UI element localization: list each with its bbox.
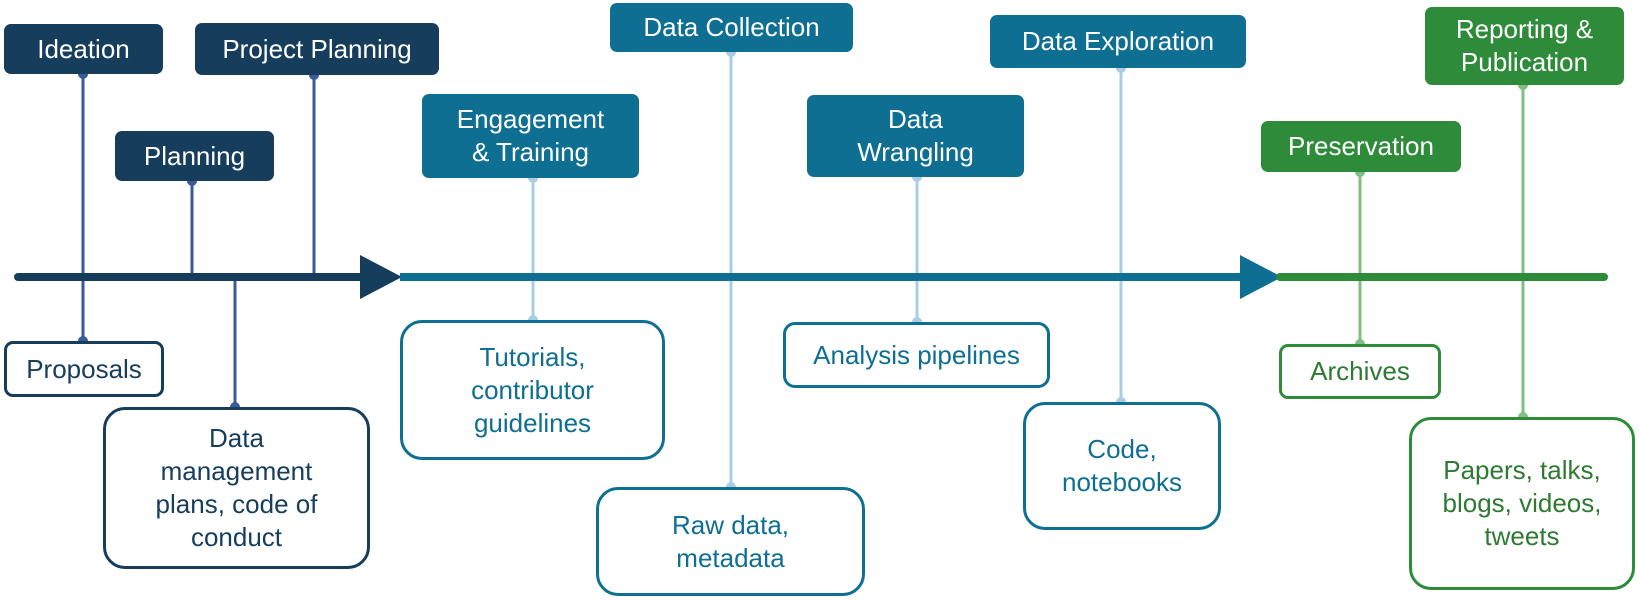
stage-data-collection-label: Data Collection xyxy=(643,12,820,42)
artifact-archives: Archives xyxy=(1279,344,1441,399)
artifact-papers-talks: Papers, talks, blogs, videos, tweets xyxy=(1409,417,1635,590)
stage-planning: Planning xyxy=(115,131,274,181)
artifact-analysis-pipelines-text: Analysis pipelines xyxy=(813,339,1020,370)
artifact-data-management-plans: Data management plans, code of conduct xyxy=(103,407,370,569)
artifact-tutorials-text: Tutorials, contributor guidelines xyxy=(471,341,594,438)
stage-ideation: Ideation xyxy=(4,24,163,74)
stage-data-collection: Data Collection xyxy=(610,3,853,52)
stage-preservation: Preservation xyxy=(1261,121,1461,172)
stage-project-planning: Project Planning xyxy=(195,23,439,75)
artifact-raw-data: Raw data, metadata xyxy=(596,487,865,596)
artifact-proposals: Proposals xyxy=(4,341,164,397)
artifact-analysis-pipelines: Analysis pipelines xyxy=(783,322,1050,388)
stage-ideation-label: Ideation xyxy=(37,33,130,64)
artifact-code-notebooks: Code, notebooks xyxy=(1023,402,1221,530)
artifact-tutorials: Tutorials, contributor guidelines xyxy=(400,320,665,460)
stage-engagement-training-label: Engagement & Training xyxy=(456,104,605,167)
stage-preservation-label: Preservation xyxy=(1288,131,1434,161)
timeline-arrow xyxy=(14,255,1608,299)
artifact-raw-data-text: Raw data, metadata xyxy=(671,509,790,573)
artifact-papers-talks-text: Papers, talks, blogs, videos, tweets xyxy=(1442,455,1602,551)
stage-data-wrangling-label: Data Wrangling xyxy=(857,104,974,167)
timeline-arrowhead-navy xyxy=(360,255,402,299)
artifact-code-notebooks-text: Code, notebooks xyxy=(1062,434,1182,497)
stage-data-exploration: Data Exploration xyxy=(990,15,1246,68)
artifact-archives-text: Archives xyxy=(1310,356,1410,386)
stage-project-planning-label: Project Planning xyxy=(222,33,412,64)
artifact-data-management-plans-text: Data management plans, code of conduct xyxy=(155,423,318,552)
connectors xyxy=(81,52,1525,487)
stage-planning-label: Planning xyxy=(143,140,246,171)
artifact-proposals-text: Proposals xyxy=(26,353,142,384)
stage-reporting-publication: Reporting & Publication xyxy=(1425,7,1624,85)
stage-data-exploration-label: Data Exploration xyxy=(1021,26,1215,56)
stage-engagement-training: Engagement & Training xyxy=(422,94,639,178)
stage-data-wrangling: Data Wrangling xyxy=(807,95,1024,177)
stage-reporting-publication-label: Reporting & Publication xyxy=(1455,14,1594,77)
timeline-arrowhead-teal xyxy=(1240,255,1282,299)
